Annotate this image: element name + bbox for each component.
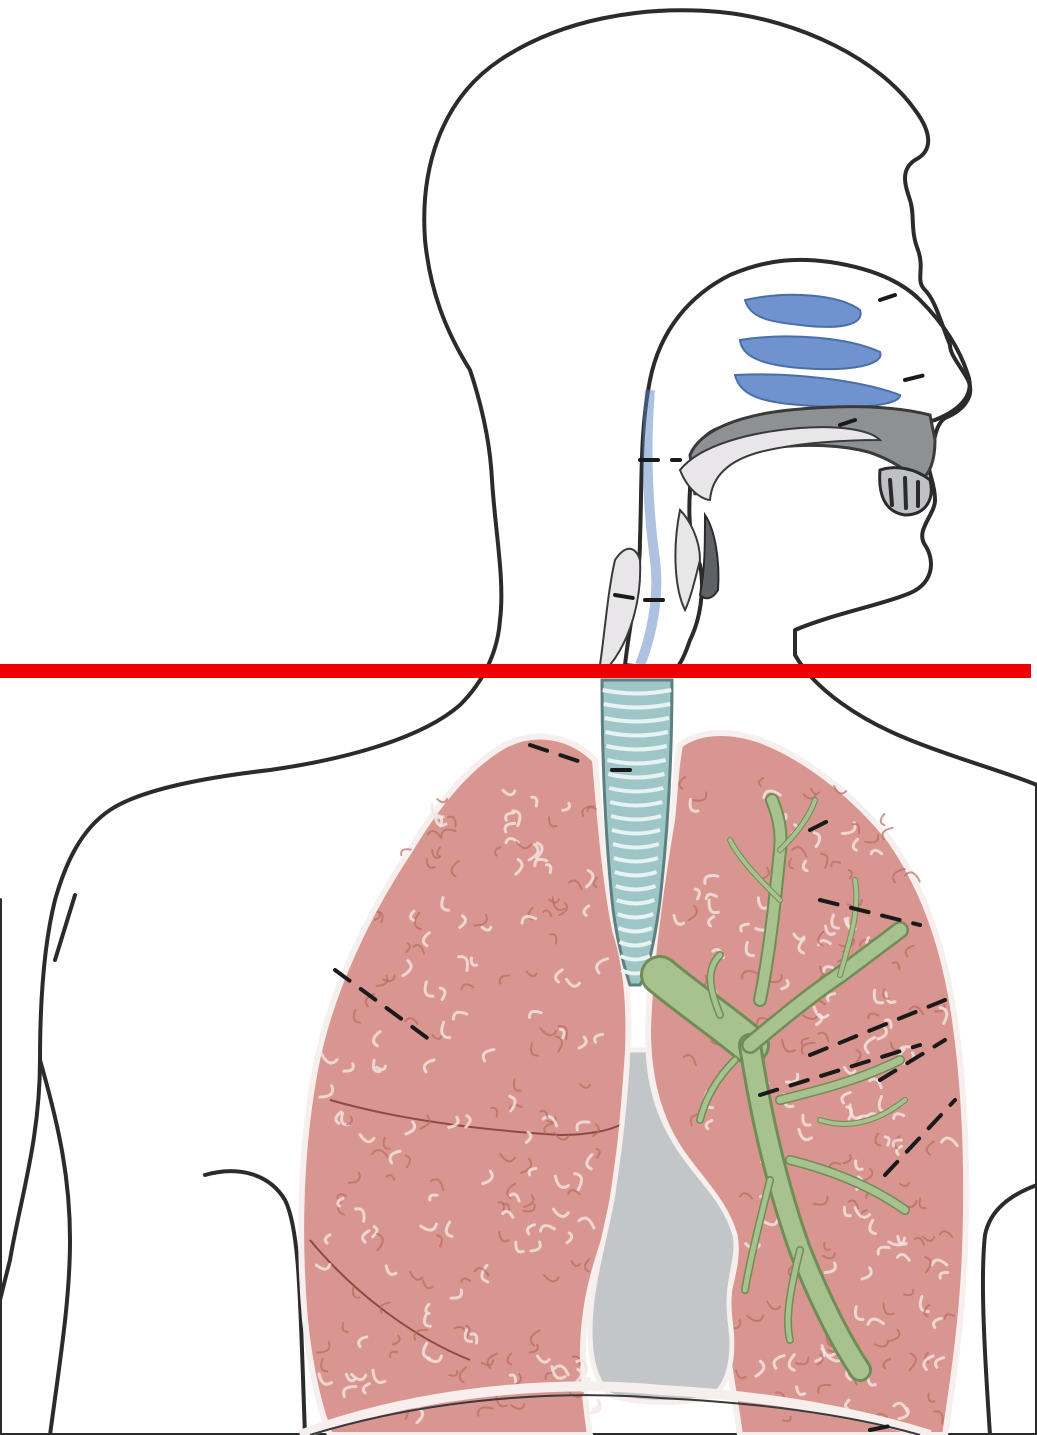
alveoli-mark bbox=[881, 814, 885, 825]
divider-line-icon bbox=[0, 664, 1031, 678]
alveoli-mark bbox=[593, 1400, 599, 1409]
right-lung-icon bbox=[301, 737, 628, 1435]
